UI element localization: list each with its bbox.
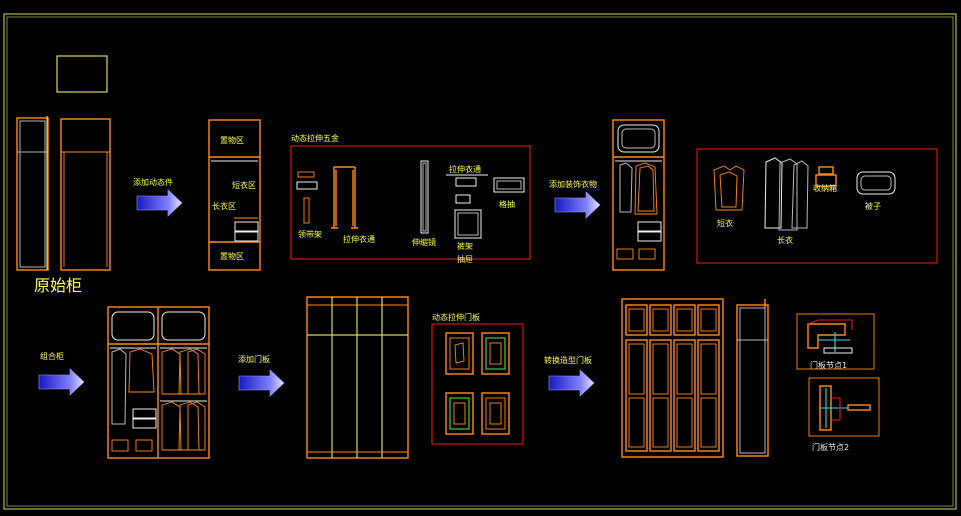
short-coat-icon — [713, 165, 745, 211]
quilt-icon — [856, 171, 896, 195]
arrow-add-doors: 添加门板 — [238, 354, 285, 397]
dressed-cabinet — [612, 119, 665, 271]
plain-door-cabinet — [306, 296, 409, 459]
drawer-label: 抽屉 — [457, 254, 473, 264]
mirror-label: 伸缩镜 — [412, 237, 436, 247]
long-coat-icon — [764, 157, 783, 229]
pull-rod-label: 拉伸衣通 — [343, 234, 375, 244]
door-node-1-frame — [796, 313, 875, 370]
hardware-title: 动态拉伸五金 — [291, 133, 339, 143]
grid-drawer-label: 格抽 — [499, 199, 515, 209]
long-clothes-zone-label: 长衣区 — [212, 201, 236, 211]
storage-box-label: 收纳箱 — [813, 183, 837, 193]
arrow-right-icon — [38, 368, 85, 396]
dynamic-doors-title: 动态拉伸门板 — [432, 312, 480, 322]
styled-cabinet-side-view — [736, 299, 769, 457]
tie-rack-label: 领带架 — [298, 229, 322, 239]
quilt-label: 被子 — [865, 201, 881, 211]
arrow-add-clothes: 添加装饰衣物 — [549, 179, 601, 219]
top-box-outline — [56, 55, 108, 93]
original-cabinet-group: 原始柜 — [16, 55, 111, 295]
door-style-panel: 动态拉伸门板 — [431, 312, 524, 445]
side-view-outline — [736, 304, 769, 457]
cabinet-front-outline — [60, 118, 111, 271]
arrow-right-icon — [136, 189, 183, 217]
clothes-panel: 短衣 长衣 收纳箱 被子 — [696, 148, 938, 264]
arrow-add-dynamic: 添加动态件 — [133, 177, 183, 217]
storage-zone-top-label: 置物区 — [220, 135, 244, 145]
clothes-panel-frame — [696, 148, 938, 264]
combo-cabinet — [107, 306, 210, 459]
quilt-icon — [617, 124, 660, 153]
zoned-cabinet: 置物区 短衣区 长衣区 置物区 — [208, 119, 261, 271]
hardware-panel: 动态拉伸五金 领带架 拉伸衣通 伸缩镜 拉伸衣通 裤架 格抽 抽屉 — [290, 133, 531, 264]
short-clothes-zone-label: 短衣区 — [232, 180, 256, 190]
arrow-right-icon — [548, 369, 595, 397]
add-dynamic-label: 添加动态件 — [133, 177, 173, 187]
arrow-convert-doors: 转换造型门板 — [544, 355, 595, 397]
trouser-rack-label: 裤架 — [457, 241, 473, 251]
add-clothes-label: 添加装饰衣物 — [549, 179, 597, 189]
door-node-2: 门板节点2 — [808, 377, 880, 452]
arrow-combo: 组合柜 — [38, 351, 85, 396]
combo-cabinet-label: 组合柜 — [40, 351, 64, 361]
side-panel-outline — [16, 117, 49, 271]
pull-rod-label-2: 拉伸衣通 — [449, 164, 481, 174]
storage-box-icon — [815, 174, 837, 187]
original-cabinet-label: 原始柜 — [34, 276, 82, 295]
arrow-right-icon — [238, 369, 285, 397]
door-node-2-frame — [808, 377, 880, 437]
storage-zone-bottom-label: 置物区 — [220, 251, 244, 261]
door-node-1-label: 门板节点1 — [810, 360, 847, 370]
short-coat-label: 短衣 — [717, 218, 733, 228]
zoned-cabinet-outline — [208, 119, 261, 271]
styled-door-cabinet — [621, 298, 724, 458]
dressed-cabinet-outline — [612, 119, 665, 271]
long-coat-label: 长衣 — [777, 235, 793, 245]
convert-doors-label: 转换造型门板 — [544, 355, 592, 365]
drawing-frame-inner — [6, 16, 954, 507]
hardware-panel-frame — [290, 145, 531, 260]
arrow-right-icon — [554, 191, 601, 219]
door-node-2-label: 门板节点2 — [812, 442, 849, 452]
styled-door-cabinet-outline — [621, 298, 724, 458]
door-node-1: 门板节点1 — [796, 313, 875, 370]
door-style-panel-frame — [431, 323, 524, 445]
drawing-frame-outer — [3, 13, 957, 510]
add-doors-label: 添加门板 — [238, 354, 270, 364]
